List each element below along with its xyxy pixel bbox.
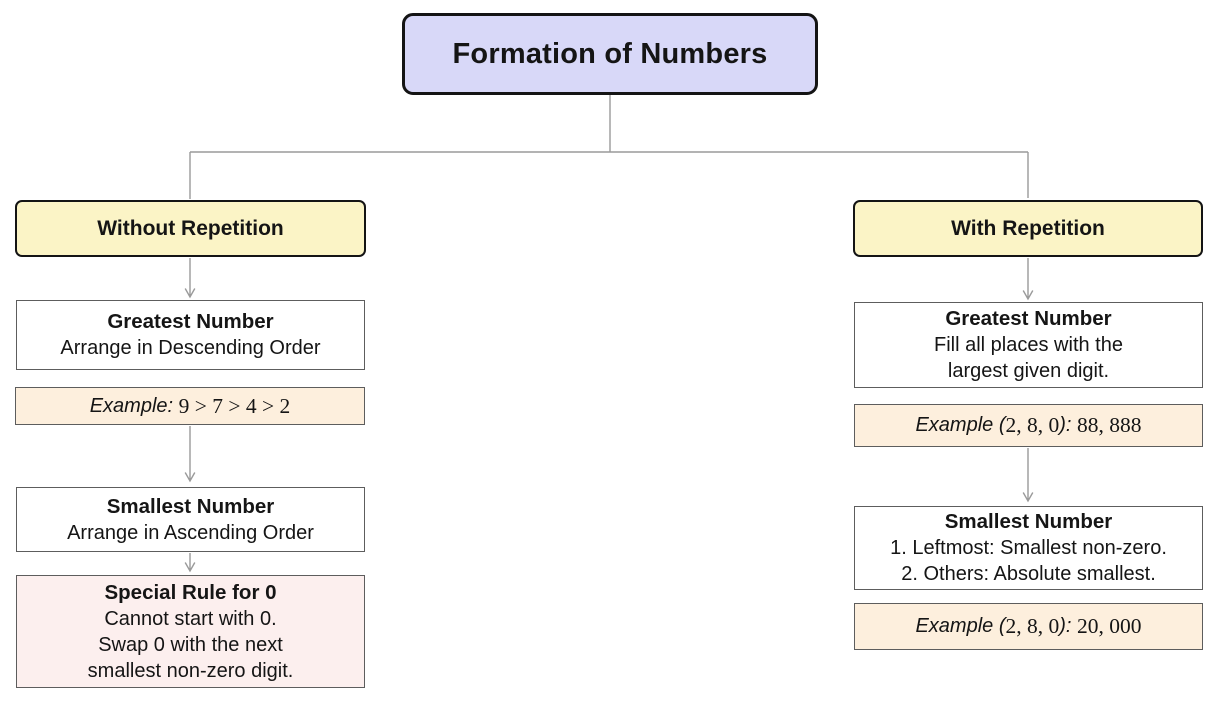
example-math: 88, 888 — [1077, 413, 1142, 437]
box-line: 2. Others: Absolute smallest. — [901, 563, 1156, 585]
arrow-right-header-to-greatest — [1022, 258, 1034, 301]
example-math: 2, 8, 0 — [1005, 413, 1060, 437]
box-line: smallest non-zero digit. — [87, 659, 294, 682]
box-line: Cannot start with 0. — [104, 607, 277, 630]
box-line: 1. Leftmost: Smallest non-zero. — [890, 537, 1167, 559]
box-line: largest given digit. — [947, 360, 1110, 382]
example-label: ): — [1059, 615, 1078, 637]
example-label: Example ( — [915, 615, 1006, 637]
box-title: Smallest Number — [106, 494, 275, 518]
box-line: Swap 0 with the next — [98, 633, 283, 656]
node-special-rule-zero: Special Rule for 0 Cannot start with 0. … — [16, 575, 365, 688]
node-example-greatest-with-rep: Example (2, 8, 0): 88, 888 — [854, 404, 1203, 447]
node-example-descending: Example: 9 > 7 > 4 > 2 — [15, 387, 365, 425]
box-title: Greatest Number — [945, 307, 1112, 330]
node-example-smallest-with-rep: Example (2, 8, 0): 20, 000 — [854, 603, 1203, 650]
branch-header-label: With Repetition — [951, 216, 1105, 240]
arrow-left-header-to-greatest — [184, 258, 196, 299]
box-line: Arrange in Ascending Order — [67, 521, 314, 544]
example-label: Example: — [89, 394, 179, 417]
box-line: Arrange in Descending Order — [60, 337, 321, 359]
node-smallest-number-with-rep: Smallest Number 1. Leftmost: Smallest no… — [854, 506, 1203, 590]
box-title: Greatest Number — [107, 310, 274, 333]
branch-header-label: Without Repetition — [97, 216, 284, 240]
box-title: Smallest Number — [944, 510, 1113, 533]
example-math: 9 > 7 > 4 > 2 — [178, 393, 291, 418]
arrow-left-example-to-smallest — [184, 426, 196, 483]
example-math: 20, 000 — [1077, 614, 1142, 638]
node-greatest-number-without-rep: Greatest Number Arrange in Descending Or… — [16, 300, 365, 370]
node-without-repetition: Without Repetition — [15, 200, 366, 257]
example-label: ): — [1059, 414, 1078, 436]
box-line: Fill all places with the — [934, 334, 1123, 356]
diagram-title: Formation of Numbers — [452, 37, 768, 70]
node-smallest-number-without-rep: Smallest Number Arrange in Ascending Ord… — [16, 487, 365, 552]
node-with-repetition: With Repetition — [853, 200, 1203, 257]
example-math: 2, 8, 0 — [1005, 614, 1060, 638]
example-label: Example ( — [915, 414, 1006, 436]
box-title: Special Rule for 0 — [104, 580, 277, 604]
arrow-left-smallest-to-special — [184, 553, 196, 573]
node-formation-of-numbers: Formation of Numbers — [402, 13, 818, 95]
arrow-right-example-to-smallest — [1022, 448, 1034, 503]
node-greatest-number-with-rep: Greatest Number Fill all places with the… — [854, 302, 1203, 388]
